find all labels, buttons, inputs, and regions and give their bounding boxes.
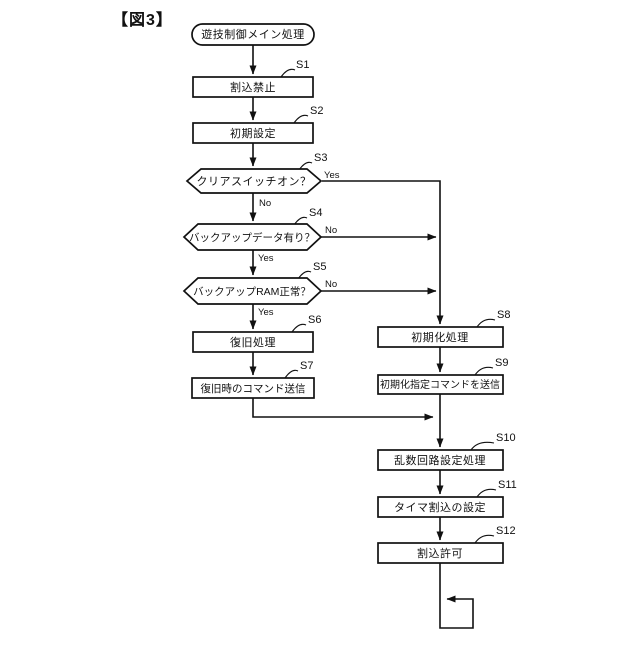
step-id-s10: S10 xyxy=(496,432,516,444)
process-shape xyxy=(191,377,315,399)
loop-back-connector xyxy=(439,563,474,629)
branch-label-s3-yes: Yes xyxy=(324,170,340,181)
branch-label-s3-no: No xyxy=(259,198,271,209)
branch-label-s5-yes: Yes xyxy=(258,307,274,318)
terminal-shape xyxy=(191,23,315,46)
node-label: バックアップRAM正常？ xyxy=(193,285,311,298)
node-start: 遊技制御メイン処理 xyxy=(191,23,315,46)
node-s4: バックアップデータ有り？ S4 No Yes xyxy=(182,207,337,264)
decision-shape xyxy=(182,277,323,305)
step-id-s1: S1 xyxy=(296,59,309,71)
node-s10: 乱数回路設定処理 S10 xyxy=(377,432,516,471)
branch-label-s4-yes: Yes xyxy=(258,253,274,264)
process-shape xyxy=(377,496,504,518)
step-id-s2: S2 xyxy=(310,105,323,117)
node-s11: タイマ割込の設定 S11 xyxy=(377,479,517,518)
step-id-s12: S12 xyxy=(496,525,516,537)
step-id-s8: S8 xyxy=(497,309,510,321)
step-id-s11: S11 xyxy=(498,479,517,491)
node-s1: 割込禁止 S1 xyxy=(192,59,314,98)
node-label: 復旧処理 xyxy=(230,336,276,349)
process-shape xyxy=(377,542,504,564)
node-label: 初期化処理 xyxy=(411,330,469,344)
step-id-s7: S7 xyxy=(300,360,313,372)
node-label: タイマ割込の設定 xyxy=(394,500,486,514)
process-shape xyxy=(192,331,314,353)
branch-label-s4-no: No xyxy=(325,225,337,236)
leader-s8 xyxy=(476,318,496,328)
leader-s10 xyxy=(470,441,495,451)
node-s12: 割込許可 S12 xyxy=(377,525,516,564)
node-s2: 初期設定 S2 xyxy=(192,105,323,144)
step-id-s3: S3 xyxy=(314,152,327,164)
leader-s1 xyxy=(280,68,296,78)
decision-shape xyxy=(182,223,323,251)
node-s8: 初期化処理 S8 xyxy=(377,309,510,348)
decision-shape xyxy=(185,168,323,194)
step-id-s4: S4 xyxy=(309,207,322,219)
node-label: 割込許可 xyxy=(417,546,463,560)
start-label: 遊技制御メイン処理 xyxy=(201,27,305,41)
edge-s7-join xyxy=(252,398,434,421)
leader-s11 xyxy=(476,488,497,498)
node-label: 割込禁止 xyxy=(230,80,276,94)
node-label: バックアップデータ有り？ xyxy=(189,231,315,244)
leader-s9 xyxy=(474,366,494,376)
leader-s6 xyxy=(291,323,307,333)
step-id-s5: S5 xyxy=(313,261,326,273)
node-s6: 復旧処理 S6 xyxy=(192,314,321,353)
process-shape xyxy=(377,374,504,395)
step-id-s9: S9 xyxy=(495,357,508,369)
node-label: クリアスイッチオン？ xyxy=(197,175,312,188)
leader-s12 xyxy=(474,534,495,544)
connectors xyxy=(249,45,474,629)
node-s3: クリアスイッチオン？ S3 Yes No xyxy=(185,152,340,209)
figure-title: 【図3】 xyxy=(112,11,173,29)
edge-s3-yes-s8 xyxy=(322,180,444,325)
node-label: 復旧時のコマンド送信 xyxy=(201,382,306,395)
step-id-s6: S6 xyxy=(308,314,321,326)
leader-s2 xyxy=(293,114,309,124)
process-shape xyxy=(192,122,314,144)
process-shape xyxy=(377,326,504,348)
node-s7: 復旧時のコマンド送信 S7 xyxy=(191,360,315,399)
branch-label-s5-no: No xyxy=(325,279,337,290)
process-shape xyxy=(192,76,314,98)
node-label: 初期化指定コマンドを送信 xyxy=(380,378,500,391)
node-s9: 初期化指定コマンドを送信 S9 xyxy=(377,357,508,395)
node-label: 乱数回路設定処理 xyxy=(394,453,486,467)
node-label: 初期設定 xyxy=(230,126,276,140)
node-s5: バックアップRAM正常？ S5 No Yes xyxy=(182,261,337,318)
leader-s7 xyxy=(284,369,299,379)
process-shape xyxy=(377,449,504,471)
